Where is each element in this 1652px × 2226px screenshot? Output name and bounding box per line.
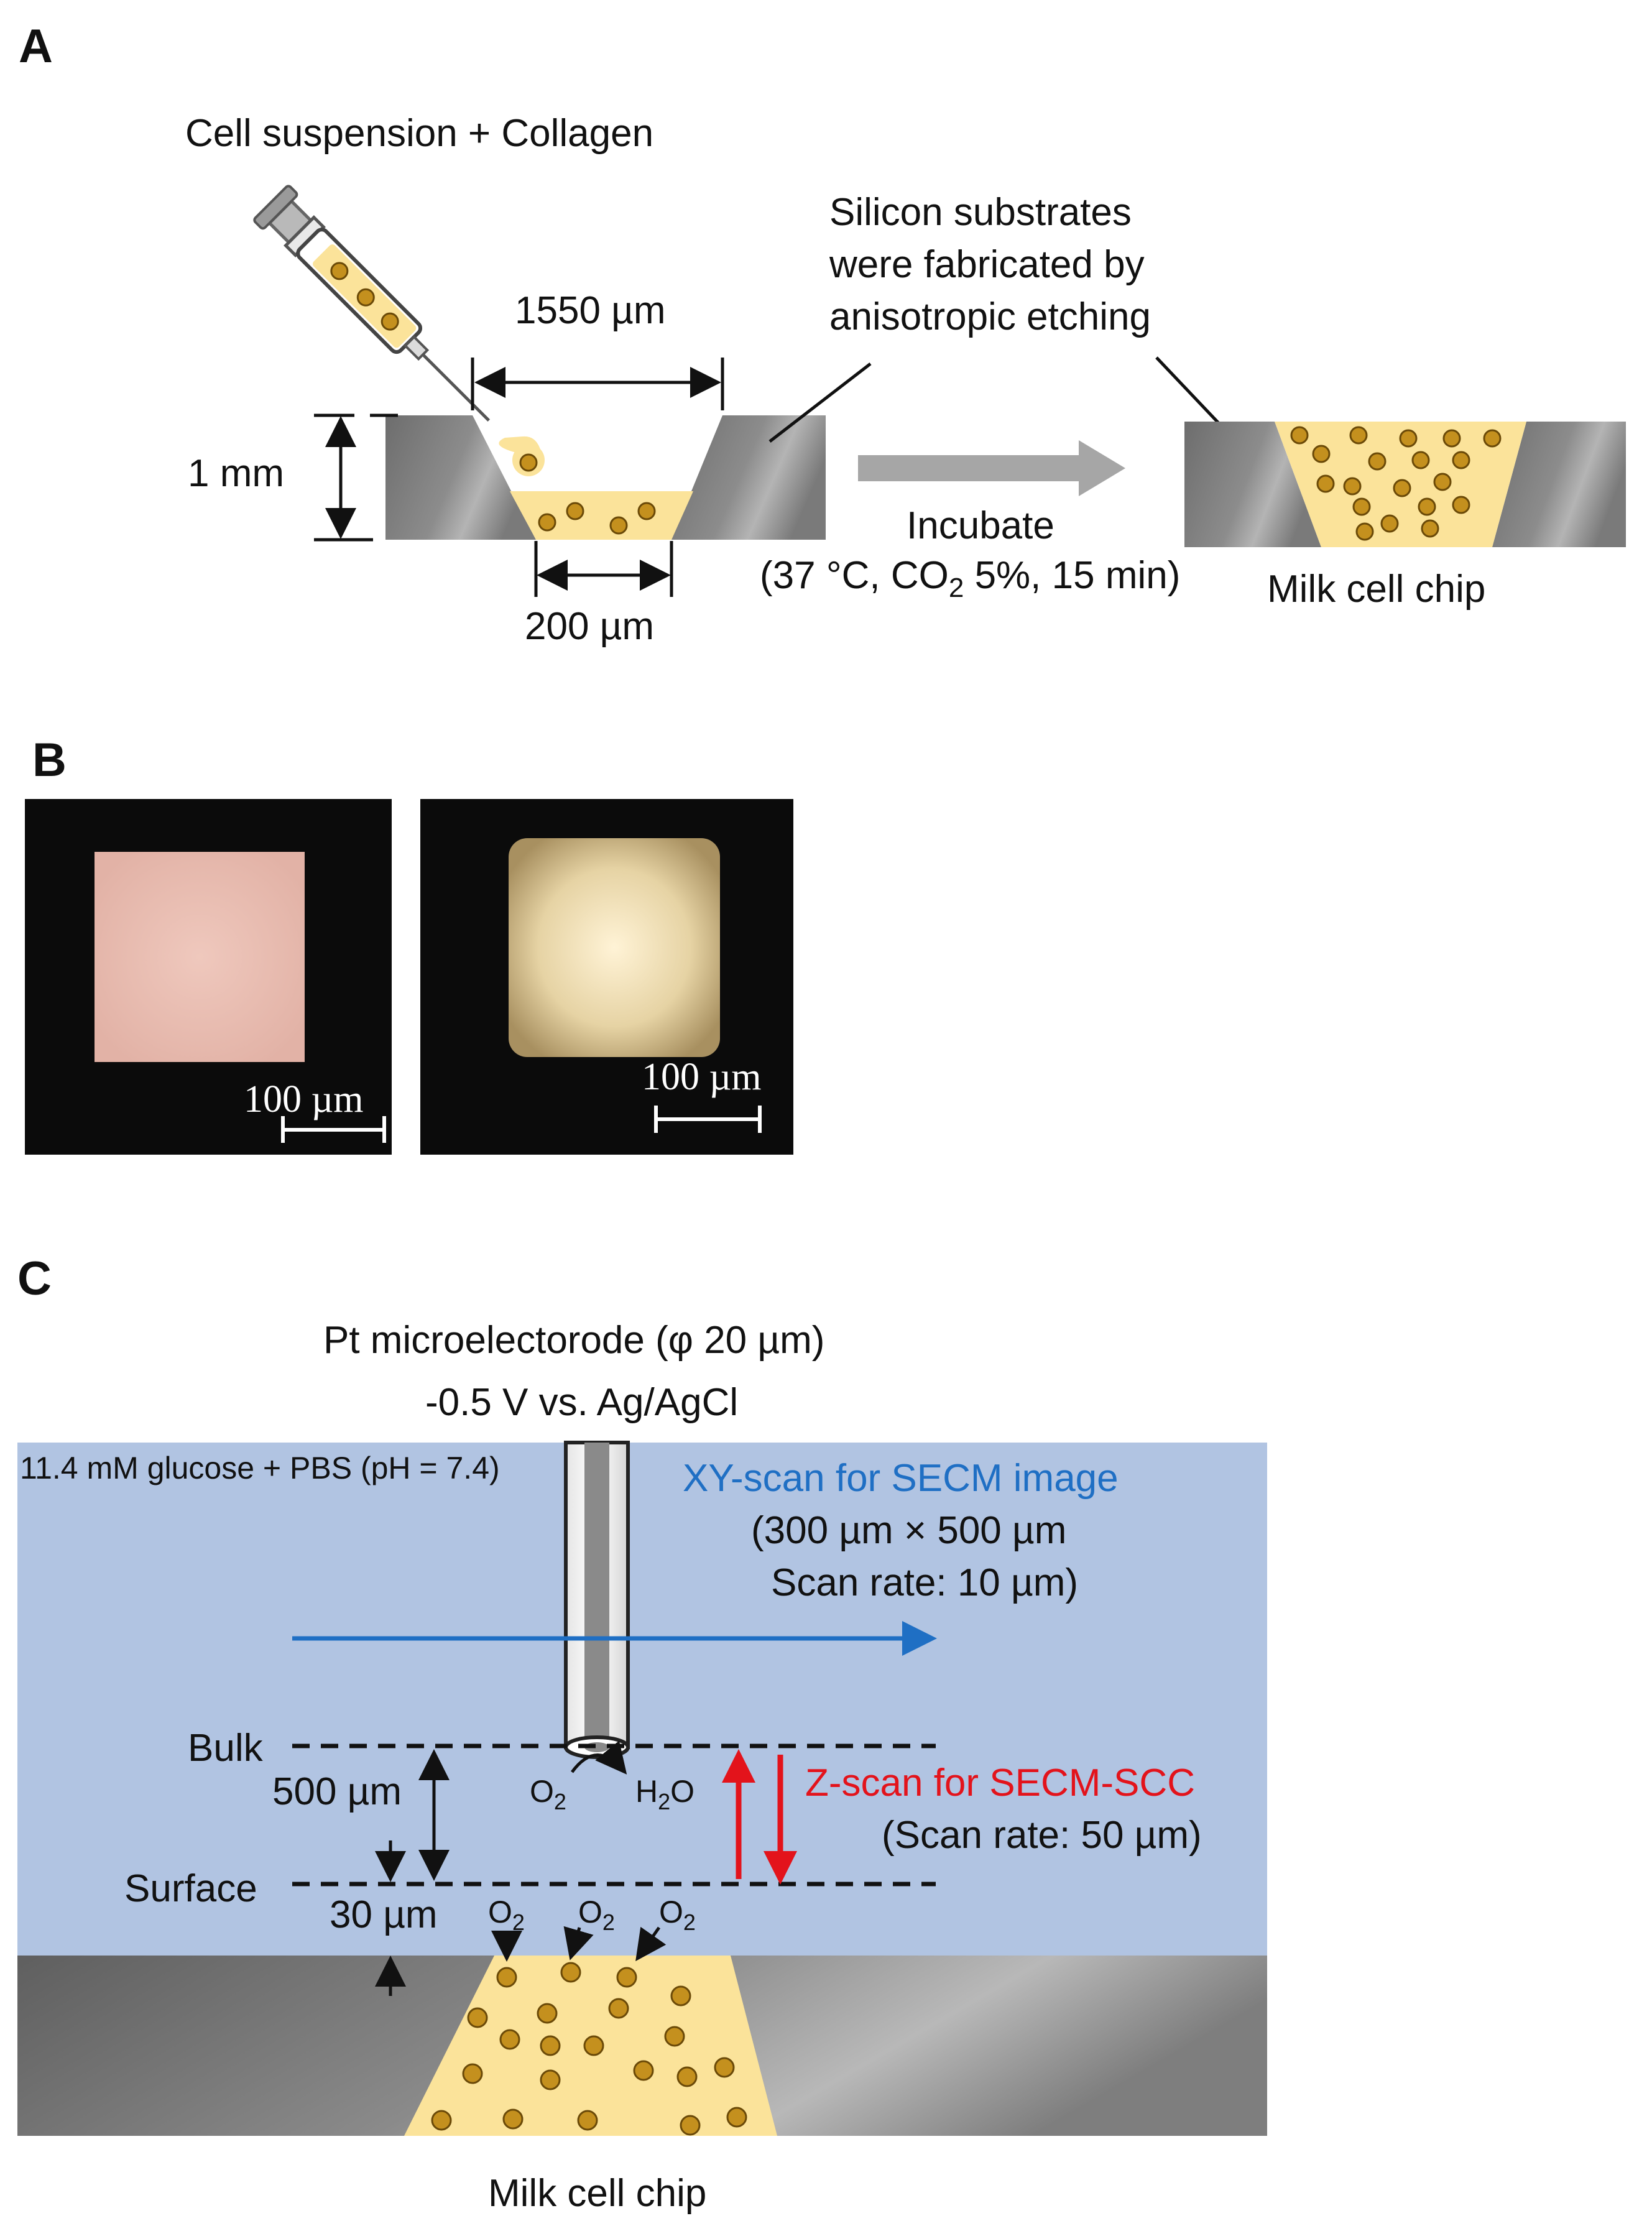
incubate-arrow bbox=[858, 440, 1125, 496]
top-width-label: 1550 µm bbox=[515, 289, 666, 332]
empty-well-square bbox=[95, 852, 305, 1062]
electrode-potential: -0.5 V vs. Ag/AgCl bbox=[425, 1381, 738, 1424]
solution-label: 11.4 mM glucose + PBS (pH = 7.4) bbox=[20, 1451, 500, 1485]
chip-silicon-right bbox=[1492, 422, 1626, 547]
note-leader-left bbox=[768, 363, 872, 443]
droplet bbox=[499, 436, 545, 476]
filled-well-square bbox=[509, 838, 720, 1057]
cells-in-well bbox=[538, 502, 656, 535]
chip-cells-c bbox=[431, 1962, 747, 2136]
incubate-label: Incubate bbox=[907, 504, 1054, 547]
chip-silicon-left bbox=[1184, 422, 1321, 547]
xy-scan-size: (300 µm × 500 µm bbox=[751, 1509, 1066, 1552]
gap-label: 500 µm bbox=[272, 1770, 402, 1813]
z-scan-rate: (Scan rate: 50 µm) bbox=[882, 1814, 1202, 1857]
solution-region bbox=[17, 1443, 1267, 1956]
h2o-product: H2O bbox=[635, 1774, 694, 1814]
chip-label-c: Milk cell chip bbox=[488, 2172, 706, 2215]
svg-text:O2: O2 bbox=[659, 1895, 696, 1935]
silicon-substrate-left bbox=[385, 415, 536, 540]
syringe-label: Cell suspension + Collagen bbox=[185, 112, 653, 155]
incubate-conditions: (37 °C, CO2 5%, 15 min) bbox=[760, 554, 1180, 603]
z-scan-title: Z-scan for SECM-SCC bbox=[805, 1762, 1195, 1804]
scale-label-right: 100 µm bbox=[642, 1056, 761, 1098]
panel-b: B 100 µm 100 µm bbox=[25, 734, 793, 1155]
panel-c-letter: C bbox=[17, 1252, 52, 1305]
panel-a: A Cell suspension + Collagen bbox=[19, 20, 1626, 648]
svg-text:O2: O2 bbox=[488, 1895, 525, 1935]
reaction-arrow bbox=[570, 1740, 627, 1775]
o2-reactant: O2 bbox=[530, 1774, 566, 1814]
xy-scan-title: XY-scan for SECM image bbox=[683, 1457, 1119, 1500]
silicon-substrate-right bbox=[671, 415, 826, 540]
chip-label-a: Milk cell chip bbox=[1267, 568, 1485, 611]
panel-a-letter: A bbox=[19, 20, 53, 73]
scale-bar-left bbox=[281, 1116, 386, 1143]
scale-bar-right bbox=[654, 1106, 762, 1133]
surface-label: Surface bbox=[124, 1867, 257, 1910]
panel-b-letter: B bbox=[32, 734, 67, 787]
gel-layer bbox=[510, 491, 693, 540]
depth-label: 1 mm bbox=[188, 452, 284, 495]
scale-label-left: 100 µm bbox=[244, 1078, 363, 1120]
svg-text:O2: O2 bbox=[578, 1895, 615, 1935]
microelectrode bbox=[564, 1441, 630, 1759]
panel-c: C Pt microelectorode (φ 20 µm) -0.5 V vs… bbox=[17, 1252, 1267, 2215]
syringe-icon bbox=[253, 185, 491, 422]
bottom-width-label: 200 µm bbox=[525, 605, 654, 648]
offset-label: 30 µm bbox=[330, 1893, 438, 1936]
o2-diffusion: O2 O2 O2 bbox=[488, 1895, 696, 1962]
electrode-label: Pt microelectorode (φ 20 µm) bbox=[323, 1319, 824, 1362]
xy-scan-rate: Scan rate: 10 µm) bbox=[771, 1561, 1078, 1604]
chip-cells bbox=[1290, 426, 1502, 541]
substrate-note: Silicon substrates were fabricated by an… bbox=[829, 191, 1155, 338]
bulk-label: Bulk bbox=[188, 1727, 264, 1770]
